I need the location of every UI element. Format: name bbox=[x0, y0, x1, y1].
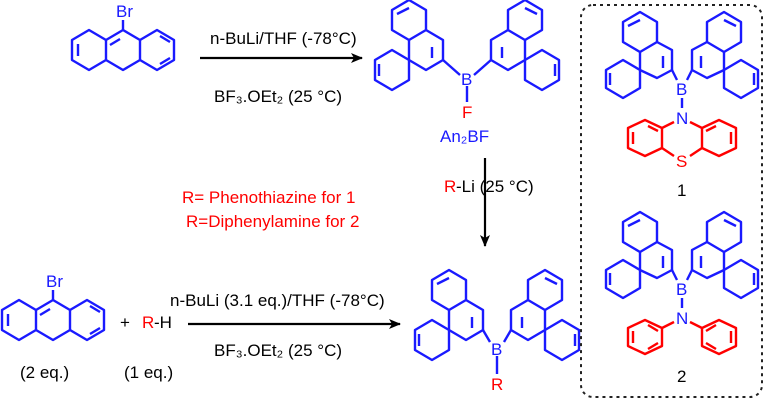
an2bf-label: An₂BF bbox=[440, 127, 489, 146]
nitrogen-atom-2: N bbox=[676, 309, 688, 328]
definition-1: R= Phenothiazine for 1 bbox=[182, 188, 355, 207]
sulfur-atom-1: S bbox=[676, 152, 687, 171]
an2br-structure: B R bbox=[413, 268, 581, 394]
bromine-atom-bottom: Br bbox=[46, 272, 63, 291]
an2bf-structure: B F bbox=[373, 0, 561, 122]
reaction1-reagent-top: n-BuLi/THF (-78°C) bbox=[210, 29, 357, 48]
eq-bromoanthracene: (2 eq.) bbox=[20, 363, 69, 382]
definition-2: R=Diphenylamine for 2 bbox=[186, 212, 359, 231]
eq-rh: (1 eq.) bbox=[124, 363, 173, 382]
rh-rest: -H bbox=[154, 313, 172, 332]
boron-atom-an2bf: B bbox=[461, 70, 472, 89]
compound-2-structure: B N bbox=[604, 210, 760, 356]
bromoanthracene-top: Br bbox=[70, 2, 176, 72]
plus-sign: + bbox=[120, 313, 130, 332]
rli-r: R bbox=[444, 177, 456, 196]
r-substituent: R bbox=[491, 375, 503, 394]
compound-2-label: 2 bbox=[677, 367, 686, 386]
bromoanthracene-bottom: Br bbox=[0, 272, 106, 342]
rli-rest: -Li (25 °C) bbox=[456, 177, 534, 196]
compound-1-label: 1 bbox=[677, 181, 686, 200]
boron-atom-an2br: B bbox=[491, 340, 502, 359]
fluorine-atom: F bbox=[462, 103, 472, 122]
reaction3-reagent-top: n-BuLi (3.1 eq.)/THF (-78°C) bbox=[170, 291, 385, 310]
reaction3-reagent-bottom: BF₃.OEt₂ (25 °C) bbox=[214, 341, 342, 360]
boron-atom-2: B bbox=[676, 280, 687, 299]
compound-1-structure: B N S bbox=[604, 10, 760, 171]
products-box bbox=[580, 4, 763, 398]
boron-atom-1: B bbox=[676, 80, 687, 99]
reaction1-reagent-bottom: BF₃.OEt₂ (25 °C) bbox=[214, 87, 342, 106]
bromine-atom-top: Br bbox=[116, 2, 133, 21]
rh-r: R bbox=[142, 313, 154, 332]
nitrogen-atom-1: N bbox=[676, 109, 688, 128]
